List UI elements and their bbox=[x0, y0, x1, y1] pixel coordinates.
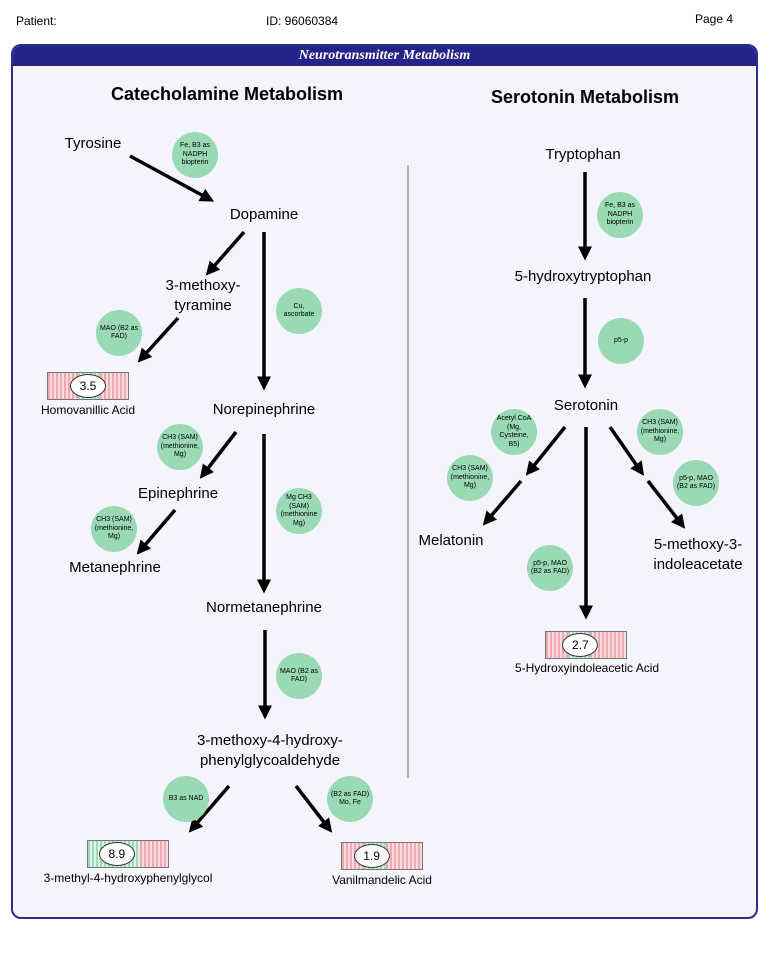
result-mhpg: 8.9 bbox=[87, 840, 169, 868]
cofactor-tryptophan-htp: Fe, B3 as NADPH biopterin bbox=[597, 192, 643, 238]
arrow-aldehyde-mhpg bbox=[188, 784, 231, 833]
result-homovanillic-acid: 3.5 bbox=[47, 372, 129, 400]
result-value: 3.5 bbox=[70, 374, 106, 398]
node-dopamine: Dopamine bbox=[229, 206, 299, 223]
node-methoxytyramine: 3-methoxy- tyramine bbox=[165, 276, 240, 316]
node-mia-line2: indoleacetate bbox=[653, 556, 743, 573]
cofactor-serotonin-mia-a: CH3 (SAM) (methionine, Mg) bbox=[637, 409, 683, 455]
cofactor-normetanephrine-aldehyde: MAO (B2 as FAD) bbox=[276, 653, 322, 699]
cofactor-htp-serotonin: p5-p bbox=[598, 318, 644, 364]
arrow-serotonin-mia-2 bbox=[646, 479, 686, 529]
cofactor-epinephrine-metanephrine: CH3 (SAM) (methionine, Mg) bbox=[91, 506, 137, 552]
result-5-hydroxyindoleacetic-acid: 2.7 bbox=[545, 631, 627, 659]
result-value: 2.7 bbox=[562, 633, 599, 657]
result-label-hiaa: 5-Hydroxyindoleacetic Acid bbox=[514, 661, 660, 675]
arrow-aldehyde-vma bbox=[294, 784, 333, 833]
node-mia-line1: 5-methoxy-3- bbox=[653, 536, 743, 553]
node-epinephrine: Epinephrine bbox=[137, 485, 219, 502]
cofactor-aldehyde-mhpg: B3 as NAD bbox=[163, 776, 209, 822]
patient-label: Patient: bbox=[16, 14, 57, 28]
cofactor-serotonin-mia-b: p5-p, MAO (B2 as FAD) bbox=[673, 460, 719, 506]
serotonin-title: Serotonin Metabolism bbox=[490, 87, 680, 107]
arrow-serotonin-mia-1 bbox=[608, 426, 644, 476]
node-methoxytyramine-line2: tyramine bbox=[174, 297, 232, 314]
cofactor-serotonin-hiaa: p5-p, MAO (B2 as FAD) bbox=[527, 545, 573, 591]
cofactor-serotonin-melatonin-a: Acetyl CoA (Mg, Cysteine, B5) bbox=[491, 409, 537, 455]
node-5-hydroxytryptophan: 5-hydroxytryptophan bbox=[514, 268, 652, 285]
arrow-dopamine-methoxytyramine bbox=[205, 230, 246, 276]
node-melatonin: Melatonin bbox=[418, 532, 484, 549]
metabolism-panel: Neurotransmitter Metabolism bbox=[11, 44, 758, 919]
arrow-methoxytyramine-hva bbox=[137, 316, 180, 363]
page-number: Page 4 bbox=[695, 12, 734, 26]
arrow-tyrosine-dopamine bbox=[129, 154, 215, 202]
result-label-mhpg: 3-methyl-4-hydroxyphenylglycol bbox=[43, 871, 213, 885]
node-aldehyde-line1: 3-methoxy-4-hydroxy- bbox=[197, 732, 343, 749]
arrow-serotonin-melatonin-1 bbox=[525, 425, 567, 476]
result-vanilmandelic-acid: 1.9 bbox=[341, 842, 423, 870]
arrow-serotonin-melatonin-2 bbox=[482, 479, 523, 526]
cofactor-tyrosine-dopamine: Fe, B3 as NADPH biopterin bbox=[172, 132, 218, 178]
result-label-hva: Homovanillic Acid bbox=[40, 403, 136, 417]
node-norepinephrine: Norepinephrine bbox=[212, 401, 316, 418]
arrow-norepinephrine-epinephrine bbox=[199, 430, 238, 479]
cofactor-aldehyde-vma: (B2 as FAD) Mo, Fe bbox=[327, 776, 373, 822]
result-value: 8.9 bbox=[98, 842, 135, 866]
node-methoxytyramine-line1: 3-methoxy- bbox=[165, 277, 241, 294]
node-aldehyde: 3-methoxy-4-hydroxy- phenylglycoaldehyde bbox=[197, 731, 343, 771]
node-tryptophan: Tryptophan bbox=[545, 146, 621, 163]
node-tyrosine: Tyrosine bbox=[64, 135, 122, 152]
panel-title: Neurotransmitter Metabolism bbox=[13, 46, 756, 66]
catecholamine-title: Catecholamine Metabolism bbox=[110, 84, 344, 104]
cofactor-methoxytyramine-hva: MAO (B2 as FAD) bbox=[96, 310, 142, 356]
cofactor-norepinephrine-normetanephrine: Mg CH3 (SAM) (methionine Mg) bbox=[276, 488, 322, 534]
node-5-methoxy-3-indoleacetate: 5-methoxy-3- indoleacetate bbox=[653, 535, 742, 575]
node-metanephrine: Metanephrine bbox=[69, 559, 161, 576]
result-value: 1.9 bbox=[353, 844, 390, 868]
patient-id: ID: 96060384 bbox=[266, 14, 339, 28]
node-normetanephrine: Normetanephrine bbox=[206, 599, 322, 616]
cofactor-norepinephrine-epinephrine: CH3 (SAM) (methionine, Mg) bbox=[157, 424, 203, 470]
cofactor-dopamine-norepinephrine: Cu, ascorbate bbox=[276, 288, 322, 334]
cofactor-serotonin-melatonin-b: CH3 (SAM) (methionine, Mg) bbox=[447, 455, 493, 501]
arrow-epinephrine-metanephrine bbox=[136, 508, 177, 555]
node-aldehyde-line2: phenylglycoaldehyde bbox=[199, 752, 341, 769]
node-serotonin: Serotonin bbox=[553, 397, 619, 414]
result-label-vma: Vanilmandelic Acid bbox=[332, 873, 432, 887]
